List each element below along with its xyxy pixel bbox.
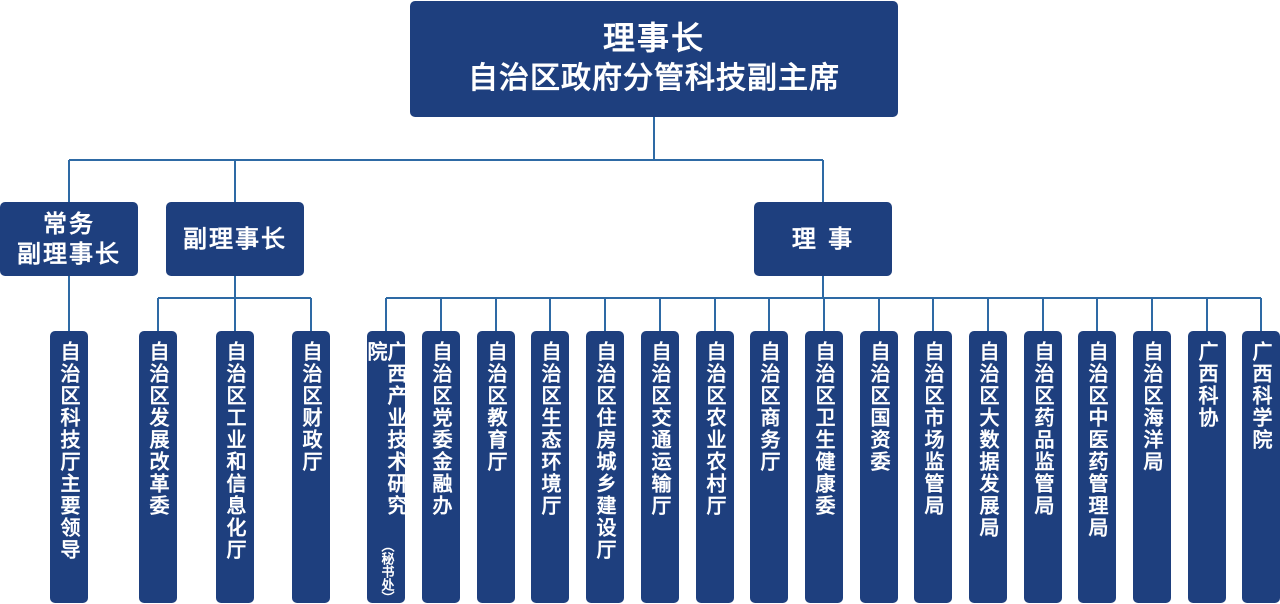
unit-box: 自治区党委金融办: [422, 331, 460, 603]
executive-vice-chairman-box: 常务 副理事长: [0, 202, 138, 276]
unit-name: 自治区发展改革委: [146, 341, 170, 517]
executive-vice-chairman-line2: 副理事长: [17, 240, 121, 268]
chairman-subtitle: 自治区政府分管科技副主席: [468, 61, 840, 96]
unit-box: 自治区科技厅主要领导: [50, 331, 88, 603]
unit-name: 自治区卫生健康委: [812, 341, 836, 517]
unit-box: 自治区市场监管局: [914, 331, 952, 603]
unit-box: 广西科协: [1188, 331, 1226, 603]
unit-box: 自治区大数据发展局: [969, 331, 1007, 603]
unit-box: 广西产业技术研究院 （秘书处）: [364, 331, 408, 604]
unit-name: 自治区工业和信息化厅: [223, 341, 247, 561]
unit-name: 自治区交通运输厅: [648, 341, 672, 517]
directors-label: 理 事: [791, 225, 855, 253]
unit-box: 自治区发展改革委: [139, 331, 177, 603]
unit-box: 自治区农业农村厅: [696, 331, 734, 603]
unit-box: 自治区住房城乡建设厅: [586, 331, 624, 603]
unit-box: 自治区教育厅: [477, 331, 515, 603]
unit-name: 自治区农业农村厅: [703, 341, 727, 517]
unit-name: 自治区生态环境厅: [538, 341, 562, 517]
unit-box: 自治区商务厅: [750, 331, 788, 603]
unit-name: 自治区海洋局: [1140, 341, 1164, 473]
vice-chairman-box: 副理事长: [166, 202, 304, 276]
unit-box: 自治区生态环境厅: [531, 331, 569, 603]
executive-vice-chairman-line1: 常务: [43, 210, 95, 238]
unit-name: 自治区市场监管局: [921, 341, 945, 517]
directors-box: 理 事: [754, 202, 892, 276]
unit-name: 自治区商务厅: [757, 341, 781, 473]
unit-box: 自治区工业和信息化厅: [216, 331, 254, 603]
unit-name: 自治区药品监管局: [1031, 341, 1055, 517]
unit-box: 广西科学院: [1242, 331, 1280, 603]
unit-box: 自治区卫生健康委: [805, 331, 843, 603]
unit-name: 广西科协: [1195, 341, 1219, 429]
unit-name: 自治区住房城乡建设厅: [593, 341, 617, 561]
unit-note: （秘书处）: [378, 539, 394, 604]
chairman-box: 理事长 自治区政府分管科技副主席: [410, 1, 898, 117]
unit-name: 自治区中医药管理局: [1085, 341, 1109, 539]
unit-box: 自治区交通运输厅: [641, 331, 679, 603]
unit-box: 自治区中医药管理局: [1078, 331, 1116, 603]
unit-box: 自治区药品监管局: [1024, 331, 1062, 603]
unit-box: 自治区财政厅: [292, 331, 330, 603]
unit-name: 自治区大数据发展局: [976, 341, 1000, 539]
unit-name: 自治区国资委: [867, 341, 891, 473]
unit-name: 广西科学院: [1249, 341, 1273, 451]
unit-name: 广西产业技术研究院: [364, 341, 408, 517]
unit-box: 自治区国资委: [860, 331, 898, 603]
unit-name: 自治区党委金融办: [429, 341, 453, 517]
unit-name: 自治区科技厅主要领导: [57, 341, 81, 561]
unit-name: 自治区教育厅: [484, 341, 508, 473]
vice-chairman-label: 副理事长: [183, 225, 287, 253]
chairman-title: 理事长: [602, 19, 705, 57]
unit-name: 自治区财政厅: [299, 341, 323, 473]
unit-box: 自治区海洋局: [1133, 331, 1171, 603]
